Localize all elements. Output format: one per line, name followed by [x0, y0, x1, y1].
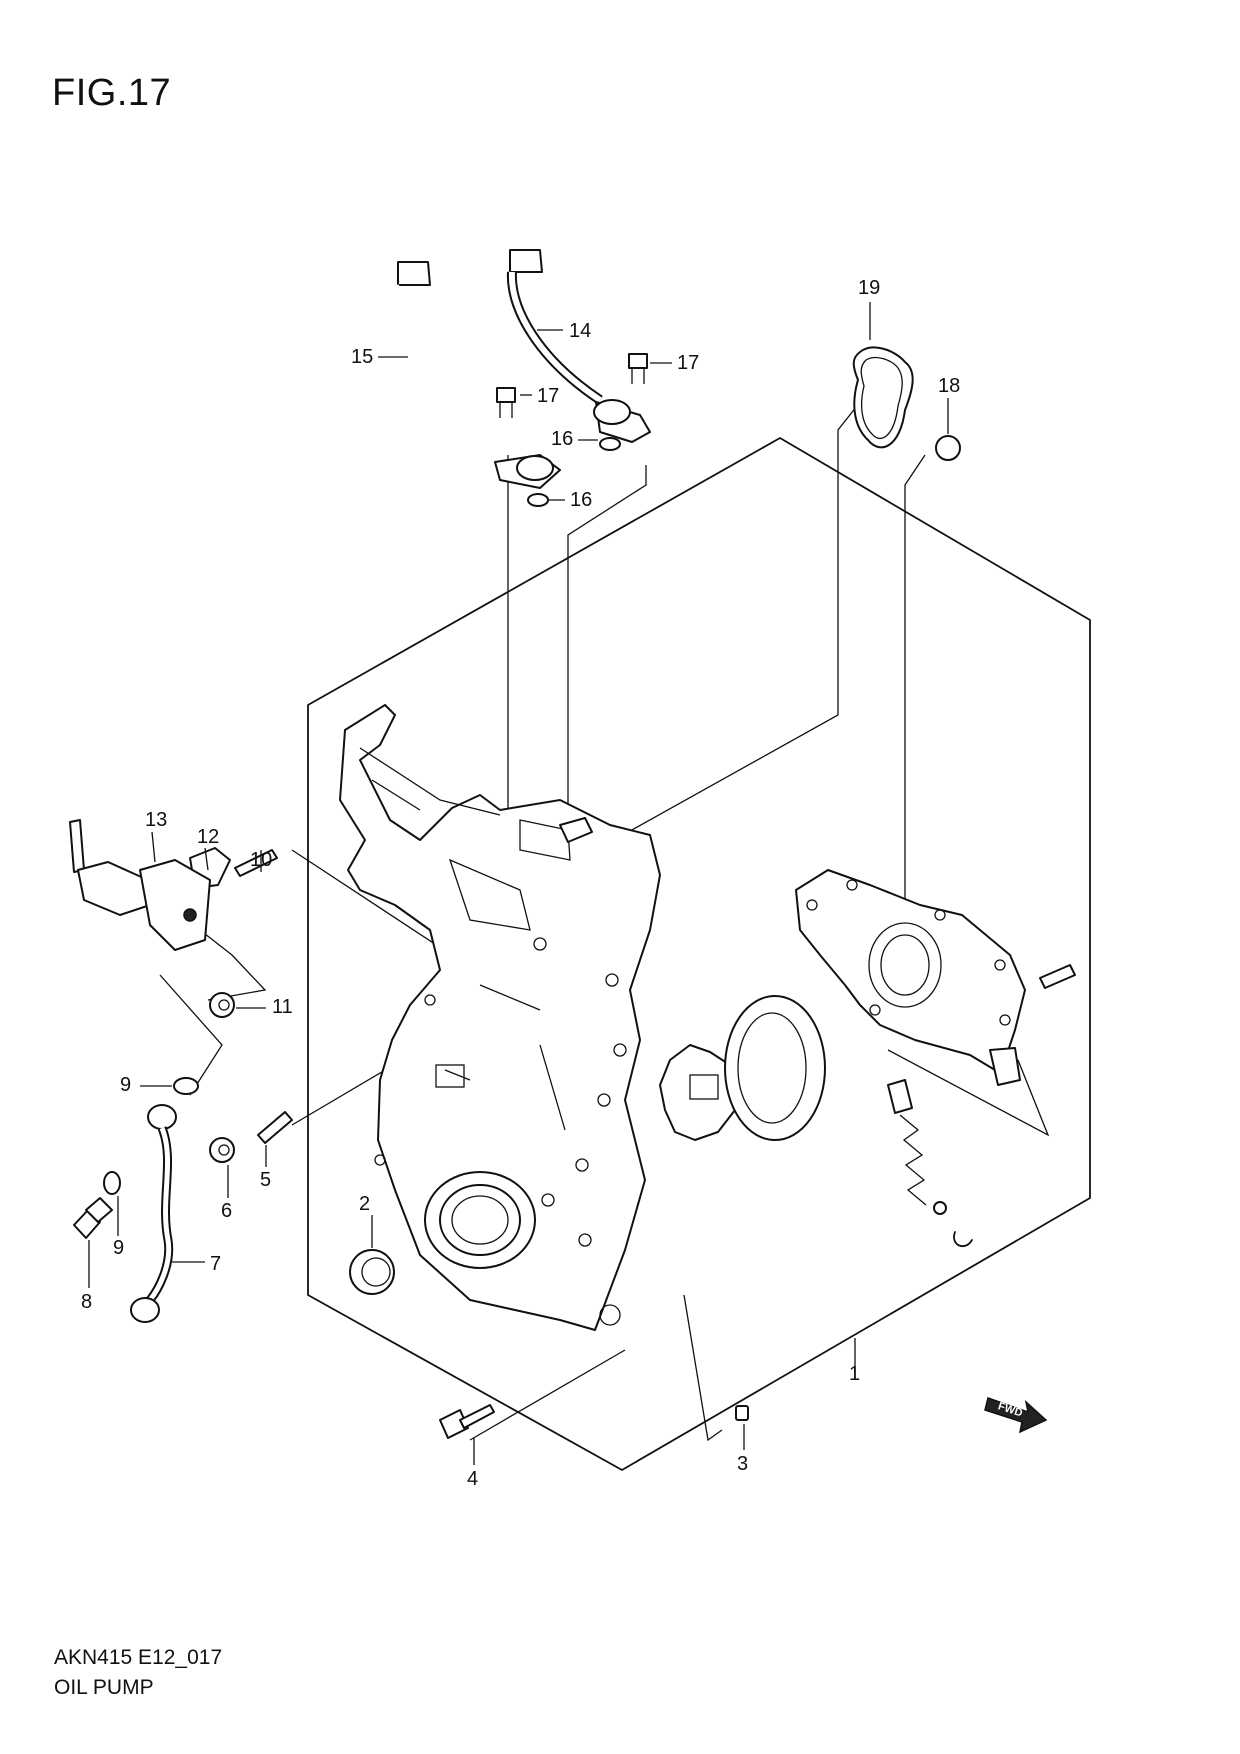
cover-housing-1 — [339, 704, 661, 1331]
callout-14: 14 — [569, 320, 591, 342]
callout-3: 3 — [737, 1453, 748, 1475]
outer-rotor — [724, 995, 826, 1141]
o-ring-16-upper — [599, 437, 621, 451]
o-ring-16-lower — [527, 493, 549, 507]
bolt-17-left — [496, 387, 516, 418]
callout-11: 11 — [272, 996, 293, 1018]
callout-8: 8 — [81, 1291, 92, 1313]
union-bolt-8 — [73, 1197, 113, 1239]
callout-16-lower: 16 — [570, 489, 592, 511]
assembly-outline — [307, 437, 1091, 1471]
o-ring-18 — [935, 435, 961, 461]
callout-17-right: 17 — [677, 352, 699, 374]
diagram-caption: OIL PUMP — [54, 1676, 154, 1699]
callout-labels: 1 2 3 4 5 6 7 8 9 9 10 11 12 13 14 15 16… — [81, 277, 960, 1490]
nut-11 — [209, 992, 235, 1018]
relief-valve — [887, 1079, 973, 1248]
callout-12: 12 — [197, 826, 219, 848]
callout-7: 7 — [210, 1253, 221, 1275]
knock-pin-3 — [735, 1405, 749, 1421]
oil-pipe-14 — [506, 249, 651, 443]
callout-9-upper: 9 — [120, 1074, 131, 1096]
figure-title: FIG.17 — [52, 72, 172, 114]
callout-17-left: 17 — [537, 385, 559, 407]
callout-18: 18 — [938, 375, 960, 397]
nut-6 — [209, 1137, 235, 1163]
gasket-19 — [852, 346, 914, 449]
callout-6: 6 — [221, 1200, 232, 1222]
callout-13: 13 — [145, 809, 167, 831]
oil-pipe-15 — [393, 261, 561, 489]
callout-15: 15 — [351, 346, 373, 368]
inner-rotor — [659, 1044, 743, 1141]
leader-lines — [159, 391, 1050, 1442]
fwd-arrow-icon: FWD — [984, 1397, 1048, 1434]
washer-9-upper — [173, 1077, 199, 1095]
oil-control-valve-13 — [69, 819, 211, 951]
washer-9-lower — [103, 1171, 121, 1195]
bolt-4 — [439, 1404, 495, 1439]
stud-10 — [234, 849, 278, 877]
diagram-code: AKN415 E12_017 — [54, 1646, 223, 1669]
pump-body — [795, 869, 1076, 1086]
callout-1: 1 — [849, 1363, 860, 1385]
stud-5 — [257, 1111, 293, 1144]
callout-19: 19 — [858, 277, 880, 299]
oil-pipe-7 — [130, 1104, 177, 1323]
oil-seal-2 — [349, 1249, 395, 1295]
callout-ticks — [88, 302, 949, 1465]
bolt-17-right — [628, 353, 648, 384]
callout-9-lower: 9 — [113, 1237, 124, 1259]
callout-2: 2 — [359, 1193, 370, 1215]
callout-5: 5 — [260, 1169, 271, 1191]
callout-16-upper: 16 — [551, 428, 573, 450]
callout-4: 4 — [467, 1468, 478, 1490]
